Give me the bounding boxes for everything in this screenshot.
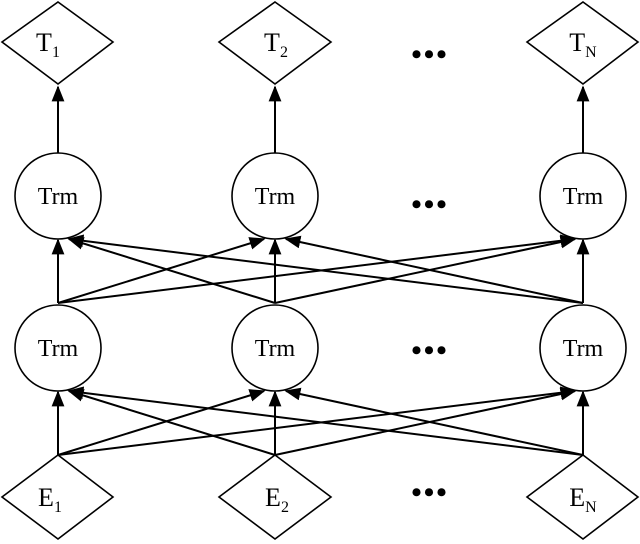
svg-text:Trm: Trm	[38, 336, 79, 362]
svg-text:TN: TN	[569, 28, 597, 61]
upper-trm-n: Trm	[539, 152, 627, 240]
input-node-en: EN	[525, 453, 640, 541]
svg-text:Trm: Trm	[255, 184, 296, 210]
svg-text:E1: E1	[38, 483, 62, 516]
svg-text:T1: T1	[36, 28, 60, 61]
upper-trm-1: Trm	[14, 152, 102, 240]
lower-to-upper-edges	[51, 234, 590, 304]
edge-lower2-uppern	[274, 235, 577, 304]
output-node-tn: TN	[525, 1, 640, 86]
edge-lower1-uppern	[57, 234, 577, 304]
lower-trm-1: Trm	[14, 304, 102, 392]
edge-e2-lower1	[67, 389, 276, 456]
svg-text:Trm: Trm	[255, 336, 296, 362]
upper-to-output-edges	[51, 85, 590, 153]
ellipsis-inputs: •••	[411, 476, 449, 509]
input-node-e2: E2	[217, 454, 333, 540]
input-node-e1: E1	[0, 453, 115, 541]
edge-lowern-upper2	[284, 235, 584, 304]
edge-e2-lowern	[274, 387, 577, 456]
ellipsis-lower-layer: •••	[411, 334, 449, 367]
edge-e1-lower2	[57, 389, 266, 456]
lower-trm-2: Trm	[231, 304, 319, 392]
lower-trm-n: Trm	[539, 304, 627, 392]
output-node-t1: T1	[0, 1, 115, 86]
svg-text:Trm: Trm	[563, 184, 604, 210]
edge-en-lower1	[67, 386, 584, 456]
svg-text:T2: T2	[264, 28, 288, 61]
edge-lower2-upper1	[67, 237, 276, 304]
ellipsis-upper-layer: •••	[411, 188, 449, 221]
edge-e1-lowern	[57, 386, 577, 456]
ellipsis-outputs: •••	[411, 38, 449, 71]
svg-text:Trm: Trm	[563, 336, 604, 362]
svg-text:EN: EN	[569, 483, 597, 516]
svg-text:E2: E2	[265, 483, 289, 516]
edge-en-lower2	[284, 387, 584, 456]
input-to-lower-edges	[51, 386, 590, 456]
upper-trm-2: Trm	[231, 152, 319, 240]
svg-text:Trm: Trm	[38, 184, 79, 210]
edge-lower1-upper2	[57, 237, 266, 304]
output-node-t2: T2	[217, 1, 333, 85]
edge-lowern-upper1	[67, 234, 584, 304]
